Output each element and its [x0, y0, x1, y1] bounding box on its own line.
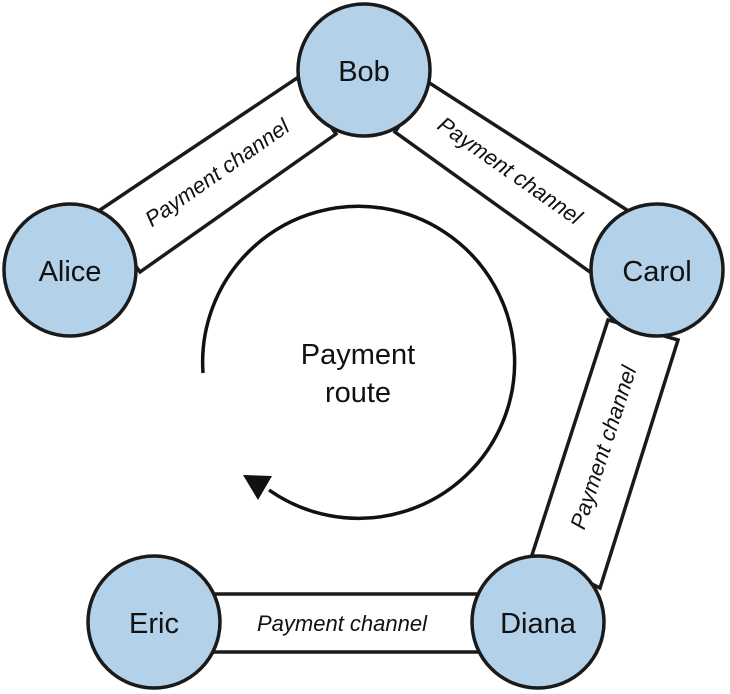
node-alice: Alice: [2, 202, 138, 338]
node-eric-circle: [86, 554, 222, 690]
node-alice-circle: [2, 202, 138, 338]
node-bob: Bob: [296, 2, 432, 138]
payment-route-label-line1: Payment: [301, 339, 415, 371]
payment-route-arrowhead-icon: [243, 475, 272, 500]
payment-route: Payment route: [200, 204, 517, 521]
node-carol-label: Carol: [622, 256, 691, 288]
channel-eric-diana-label: Payment channel: [257, 611, 428, 636]
node-bob-label: Bob: [338, 56, 390, 88]
payment-route-label-line2: route: [325, 377, 391, 409]
node-alice-label: Alice: [39, 256, 102, 288]
payment-route-arc: [200, 204, 517, 521]
node-diana-circle: [470, 554, 606, 690]
node-eric-label: Eric: [129, 608, 179, 640]
channel-bob-carol: Payment channel: [392, 79, 630, 275]
channel-eric-diana: Payment channel: [194, 592, 488, 654]
node-diana-label: Diana: [500, 608, 577, 640]
channel-alice-bob: Payment channel: [94, 75, 339, 275]
channel-carol-diana: Payment channel: [529, 317, 681, 591]
node-bob-circle: [296, 2, 432, 138]
node-carol-circle: [589, 202, 725, 338]
node-diana: Diana: [470, 554, 606, 690]
node-eric: Eric: [86, 554, 222, 690]
node-carol: Carol: [589, 202, 725, 338]
